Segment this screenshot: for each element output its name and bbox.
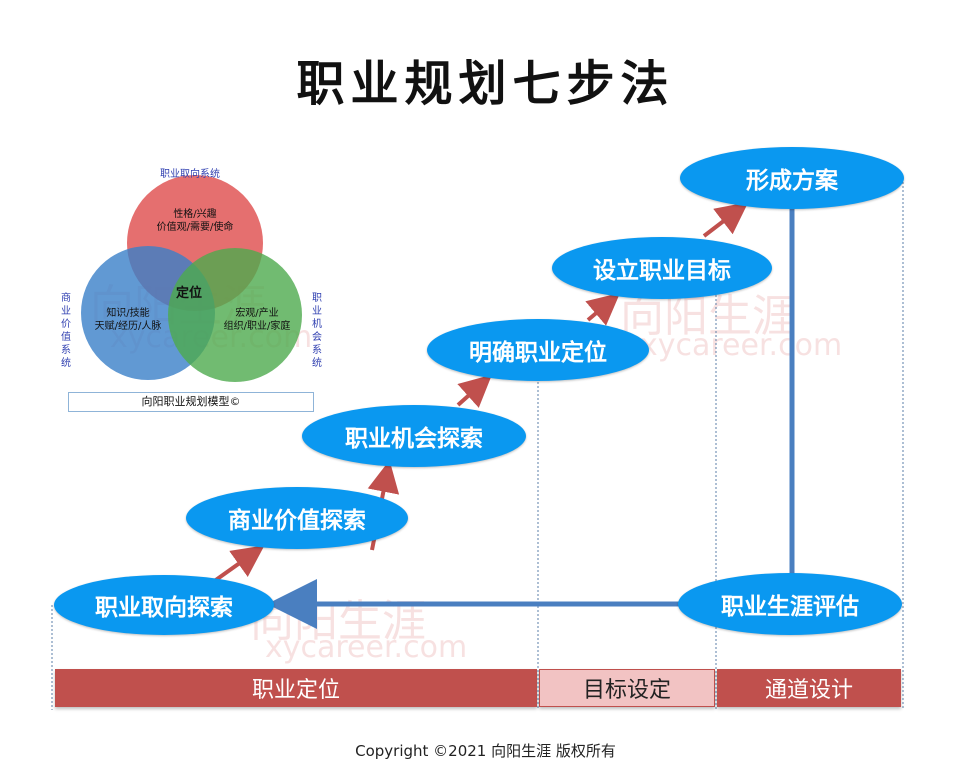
venn-red-line1: 性格/兴趣 (173, 209, 217, 220)
step-career-opportunity: 职业机会探索 (302, 405, 526, 467)
venn-blue-line2: 天赋/经历/人脉 (94, 321, 162, 332)
watermark-brand-right: 向阳生涯 (620, 291, 796, 342)
venn-right-label: 职业机会系统 (312, 293, 322, 369)
venn-green-circle (168, 248, 302, 382)
step-business-value: 商业价值探索 (186, 487, 408, 549)
venn-green-line2: 组织/职业/家庭 (223, 321, 291, 332)
venn-center-text: 定位 (176, 286, 203, 301)
watermark-site-right: xycareer.com (640, 328, 843, 363)
venn-left-label: 商业价值系统 (61, 293, 71, 369)
venn-green-line1: 宏观/产业 (235, 308, 279, 319)
step-form-plan: 形成方案 (680, 147, 904, 209)
venn-blue-line1: 知识/技能 (106, 308, 150, 319)
copyright-text: Copyright ©2021 向阳生涯 版权所有 (355, 742, 616, 760)
page-title: 职业规划七步法 (296, 56, 675, 112)
venn-red-line2: 价值观/需要/使命 (156, 222, 234, 233)
venn-blue-text: 知识/技能 天赋/经历/人脉 (88, 307, 168, 333)
band-goal-setting: 目标设定 (539, 669, 715, 707)
venn-top-label: 职业取向系统 (160, 169, 220, 180)
venn-red-text: 性格/兴趣 价值观/需要/使命 (145, 208, 245, 234)
step-set-goal: 设立职业目标 (552, 237, 772, 299)
step-define-positioning: 明确职业定位 (427, 319, 649, 381)
model-caption: 向阳职业规划模型© (68, 392, 314, 412)
dotted-guides (51, 178, 904, 710)
venn-green-text: 宏观/产业 组织/职业/家庭 (217, 307, 297, 333)
step-career-orientation: 职业取向探索 (54, 575, 274, 635)
watermark-site-bottom: xycareer.com (265, 630, 468, 665)
band-channel-design: 通道设计 (717, 669, 901, 707)
venn-diagram (81, 175, 302, 382)
step-career-evaluation: 职业生涯评估 (678, 573, 902, 635)
band-positioning: 职业定位 (55, 669, 537, 707)
